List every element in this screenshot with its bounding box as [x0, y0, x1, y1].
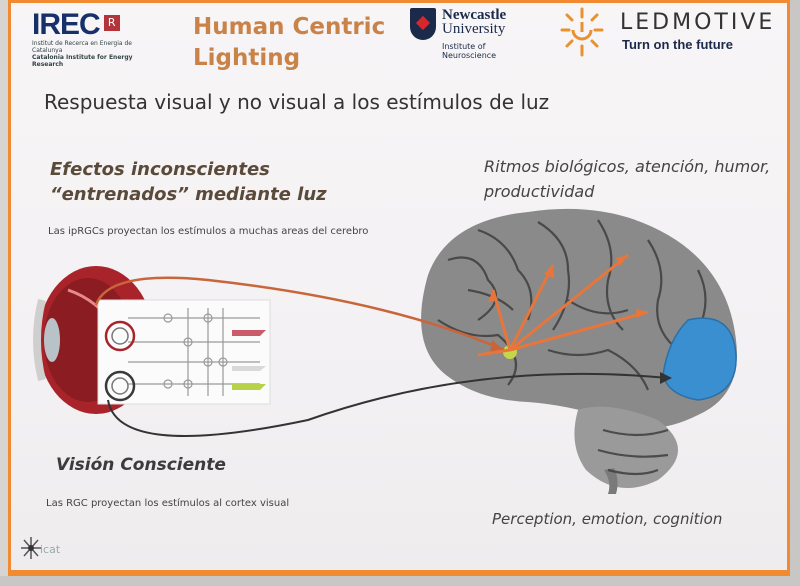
- slide-bottom-accent: [8, 570, 790, 576]
- rhythms-line-1: Ritmos biológicos, atención, humor,: [484, 157, 771, 176]
- newcastle-institute-2: Neuroscience: [442, 51, 497, 60]
- perception-caption: Perception, emotion, cognition: [492, 510, 723, 528]
- irec-badge: R: [103, 15, 120, 31]
- ledmotive-wordmark: LEDMOTIVE: [620, 10, 776, 35]
- newcastle-name-1: Newcastle: [442, 7, 507, 23]
- irec-subtitle-1: Institut de Recerca en Energia de Catalu…: [32, 40, 132, 54]
- unconscious-effects-heading: Efectos inconscientes “entrenados” media…: [50, 157, 330, 207]
- conscious-vision-heading: Visión Consciente: [56, 455, 226, 475]
- irec-wordmark: IREC: [32, 8, 101, 41]
- university-shield-icon: [410, 8, 436, 40]
- icat-text: icat: [40, 543, 61, 556]
- rhythms-line-2: productividad: [484, 182, 595, 201]
- brand-title: Human Centric Lighting: [193, 14, 386, 71]
- newcastle-name-2: University: [442, 21, 506, 37]
- ledmotive-tagline: Turn on the future: [622, 37, 733, 52]
- screen-edge-bottom: [0, 576, 800, 586]
- rhythms-caption: Ritmos biológicos, atención, humor, prod…: [484, 154, 784, 204]
- screen-edge-right: [790, 0, 800, 586]
- pathways: [94, 253, 672, 437]
- slide-title: Respuesta visual y no visual a los estím…: [44, 90, 550, 114]
- newcastle-institute-1: Institute of: [442, 42, 486, 51]
- iprgc-note: Las ipRGCs proyectan los estímulos a muc…: [48, 226, 369, 237]
- icat-logo: icat: [20, 536, 70, 564]
- retina-circuit-icon: [97, 299, 271, 405]
- irec-subtitle-2: Catalonia Institute for Energy Research: [32, 54, 133, 68]
- brain-icon: [421, 208, 737, 494]
- ledmotive-logo: LEDMOTIVE Turn on the future: [556, 6, 790, 58]
- rgc-note: Las RGC proyectan los estímulos al corte…: [46, 498, 290, 509]
- illustration: [33, 208, 737, 494]
- newcastle-logo: Newcastle University Institute of Neuros…: [410, 6, 535, 64]
- unconscious-heading-line-2: “entrenados” mediante luz: [50, 184, 327, 205]
- unconscious-heading-line-1: Efectos inconscientes: [50, 159, 270, 180]
- led-sun-icon: [560, 7, 604, 57]
- icat-star-icon: [21, 537, 41, 559]
